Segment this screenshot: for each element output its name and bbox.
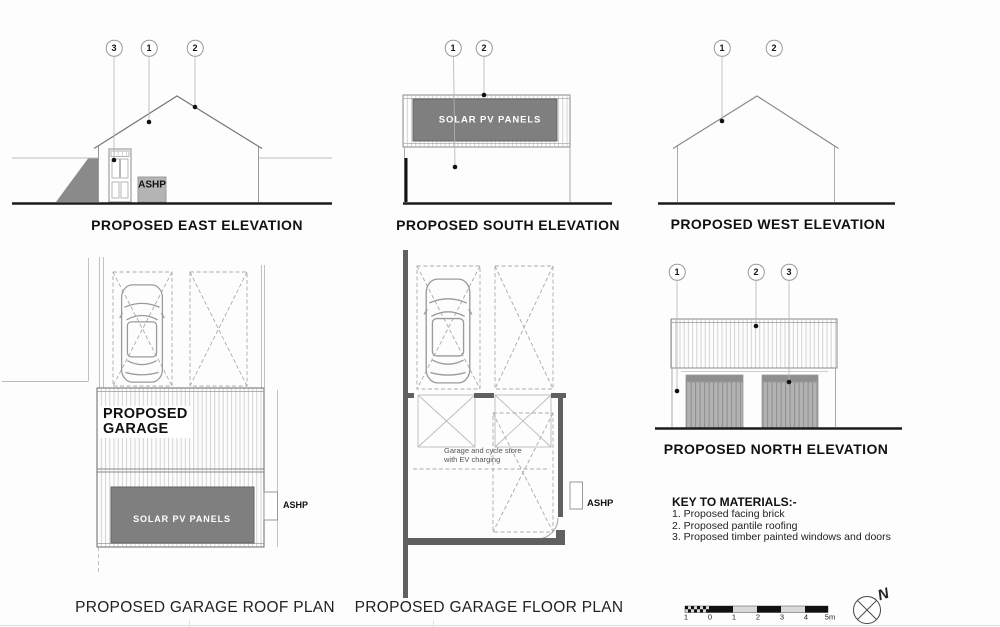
proposed-garage-label: PROPOSED GARAGE [100,406,191,438]
sheet-border-tick [433,620,434,627]
garage-label-line1: PROPOSED [103,406,188,422]
door-swing-arc [536,517,559,540]
ashp-label: ASHP [138,179,166,191]
scale-label: 3 [779,612,785,622]
roof-plan-title: PROPOSED GARAGE ROOF PLAN [75,599,335,616]
garage-label-line2: GARAGE [103,421,169,437]
callout-bubble: 1 [713,39,731,57]
scale-bar-checker [685,606,709,613]
roof-overhang-dashed [413,412,554,533]
key-item: 2. Proposed pantile roofing [672,519,798,532]
garage-door [685,374,744,429]
west-elevation-title: PROPOSED WEST ELEVATION [670,216,886,232]
callout-number: 2 [481,43,487,53]
parking-space [189,271,248,387]
west-elevation-drawing [658,55,895,205]
callout-dot [719,118,725,124]
callout-leaders [453,54,485,168]
callout-bubble: 1 [668,263,686,281]
key-item: 3. Proposed timber painted windows and d… [672,531,891,543]
callout-leaders [113,55,196,160]
parking-space [494,265,554,390]
cycle-store-bay [494,394,552,448]
east-elevation-drawing [12,55,332,205]
ashp-label: ASHP [587,498,614,509]
garage-note-line1: Garage and cycle store [444,446,522,455]
car-icon [119,284,165,383]
scale-label: 4 [803,612,809,622]
scale-label: 5m [824,612,836,622]
garage-walls [403,250,566,598]
callout-dots [111,104,198,163]
scale-bar [684,605,829,613]
sheet-border-tick [189,620,190,627]
roof-outline [672,95,839,150]
floor-plan-title: PROPOSED GARAGE FLOOR PLAN [354,599,624,616]
callout-number: 1 [674,267,680,277]
callout-number: 1 [146,43,152,53]
callout-number: 3 [111,43,117,53]
scale-label: 0 [707,612,713,622]
south-elevation-title: PROPOSED SOUTH ELEVATION [396,217,620,233]
callout-bubble: 1 [140,39,158,57]
callout-dots [674,323,792,394]
solar-pv-label: SOLAR PV PANELS [133,514,231,524]
scale-bar-segments [709,606,828,613]
cycle-store-bay [417,394,476,448]
scale-label: 2 [755,612,761,622]
scale-label: 1 [731,612,737,622]
key-to-materials-title: KEY TO MATERIALS:- [672,495,797,509]
callout-number: 2 [753,267,759,277]
callout-number: 2 [771,43,777,53]
site-boundary-lines [2,257,278,573]
south-elevation-drawing [402,54,612,205]
garage-floor-plan-drawing [403,250,583,598]
ashp-unit [137,176,167,203]
roof-outline [93,95,263,150]
solar-pv-panel [412,98,558,142]
north-elevation-drawing [655,279,902,430]
entrance-door [108,148,132,203]
callout-number: 3 [786,267,792,277]
callout-number: 1 [450,43,456,53]
callout-number: 1 [719,43,725,53]
north-elevation-title: PROPOSED NORTH ELEVATION [663,441,889,457]
garage-note: Garage and cycle store with EV charging [444,446,522,464]
east-elevation-title: PROPOSED EAST ELEVATION [91,217,303,233]
callout-bubble: 2 [475,39,493,57]
sheet-border-line [0,625,1000,626]
callout-bubble: 2 [765,39,783,57]
roof-fascia [670,318,838,369]
solar-pv-label: SOLAR PV PANELS [438,114,542,126]
scale-label: 1 [683,612,689,622]
callout-dots [452,92,487,170]
callout-bubble: 1 [444,39,462,57]
callout-leaders [676,279,790,391]
ashp-label: ASHP [283,500,309,510]
callout-bubble: 2 [186,39,204,57]
callout-bubble: 2 [747,263,765,281]
key-item: 1. Proposed facing brick [672,508,785,520]
boundary-wedge [56,158,98,202]
callout-number: 2 [192,43,198,53]
north-arrow [853,596,881,624]
ashp-unit [263,491,278,521]
ashp-unit [569,481,583,510]
garage-note-line2: with EV charging [444,454,501,464]
callout-bubble: 3 [780,263,798,281]
car-icon [423,278,473,384]
solar-pv-panel [110,486,255,544]
callout-bubble: 3 [105,39,123,57]
